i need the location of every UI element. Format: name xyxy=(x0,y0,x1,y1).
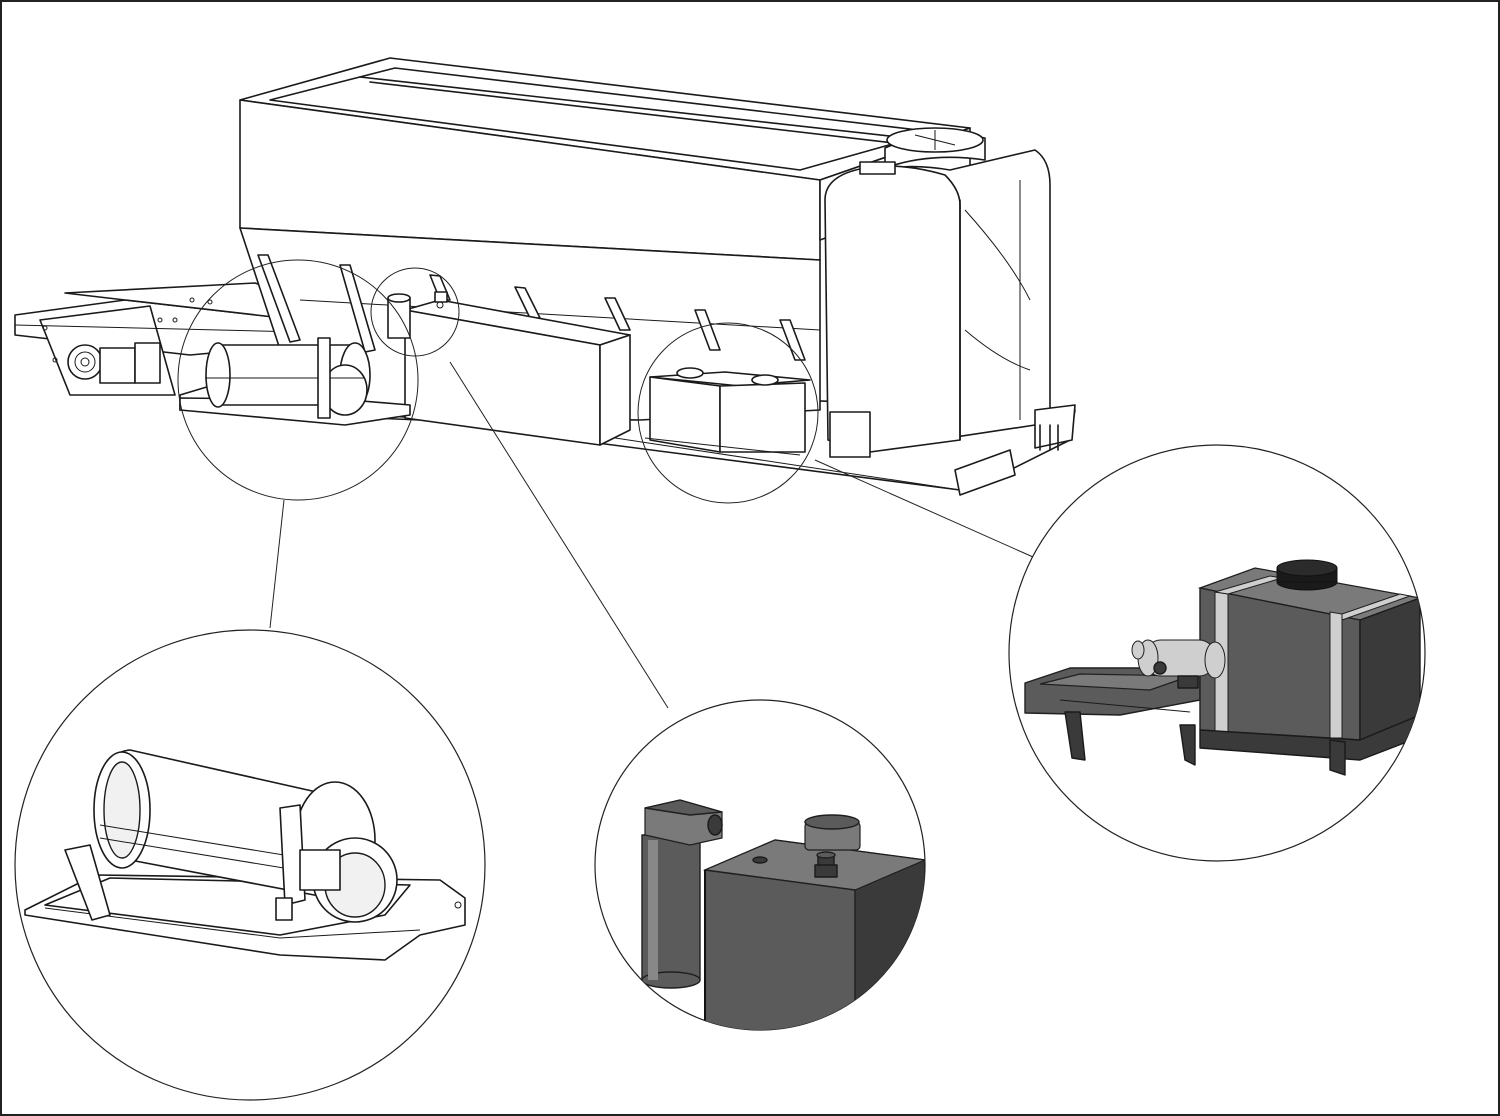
filter-detail xyxy=(594,699,926,1031)
hose-reel-detail xyxy=(14,629,486,1101)
water-tank xyxy=(824,127,1076,458)
pump-leader-line xyxy=(814,459,1034,558)
filter-leader-line xyxy=(449,361,669,709)
battery-pump-detail xyxy=(1008,444,1426,862)
hose-reel-callout-ring xyxy=(177,259,419,501)
tank-outlet xyxy=(829,411,871,458)
battery-box xyxy=(404,299,631,446)
pump xyxy=(644,367,811,456)
filter-callout-ring xyxy=(370,267,460,357)
hose-reel-leader-line xyxy=(269,499,285,629)
reel-latch xyxy=(275,897,293,921)
pump-callout-ring xyxy=(637,322,819,504)
hose-reel xyxy=(179,337,411,426)
drive-sprocket-icon xyxy=(67,344,103,380)
